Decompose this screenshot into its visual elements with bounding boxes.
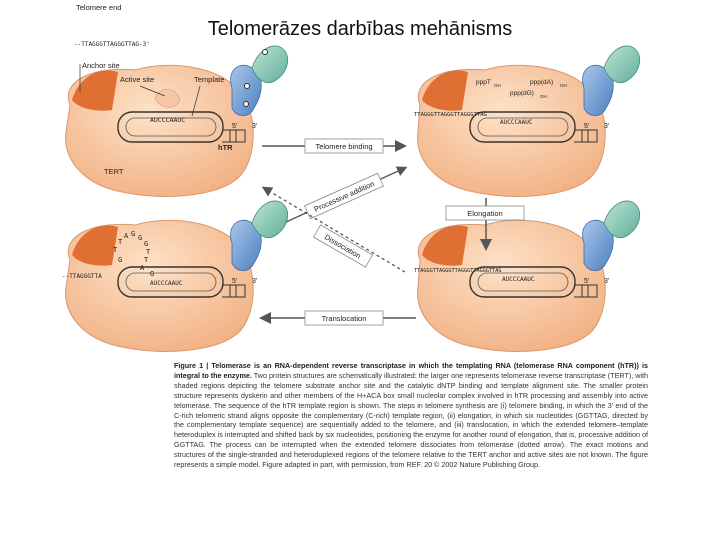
tert-protein [417,219,606,352]
htr-inner-loop [125,117,217,137]
loop-nucleotide: T [146,248,151,256]
three-prime-label: 3' [604,123,609,130]
loop-nucleotide: G [150,270,154,278]
oh-label: OH [560,83,567,88]
htr-label: hTR [218,143,233,152]
oh-label: OH [494,83,501,88]
telomere-seq-label: TTAGGGTTAGGGTTAGGGTTAG [414,112,487,118]
figure-caption: Figure 1 | Telomerase is an RNA-dependen… [174,361,648,470]
five-prime-label: 5' [584,123,589,130]
telomere-seq-label: --TTAGGGTTAGGGTTAG-3' [74,41,150,48]
five-prime-label: 5' [232,123,237,130]
active-site-pocket [154,88,181,108]
htr-template-region [469,266,576,298]
panel-telomere-bound: TTAGGGTTAGGGTTAGGGTTAG AUCCCAAUC pppT OH… [414,45,641,197]
translocation-label: Translocation [322,314,367,323]
caption-title: Figure 1 | Telomerase is an RNA-dependen… [174,361,648,380]
loop-nucleotide: G [131,230,135,238]
dntp-a-label: ppp(dA) [530,79,553,86]
telomere-seq-label: --TTAGGGTTA [62,273,102,280]
dyskerin-blue [582,219,614,271]
template-seq-label: AUCCCAAUC [150,116,185,124]
five-prime-label: 5' [232,278,237,285]
tert-label: TERT [104,167,124,176]
active-site-label: Active site [120,75,154,84]
anchor-site-region [422,70,468,111]
tert-protein [417,64,606,197]
dntp-g-label: ppp(dG) [510,90,534,97]
template-pointer [191,85,201,117]
panel-telomere-initial: AUCCCAAUC 5' 3' hTR TERT Telomere end --… [65,3,289,197]
arrow-translocation: Translocation [259,310,416,326]
three-prime-label: 3' [252,278,257,285]
loop-nucleotide: T [118,238,123,246]
dntp-t-label: pppT [476,79,491,86]
three-prime-label: 3' [604,278,609,285]
loop-nucleotide: G [138,234,142,242]
loop-nucleotide: G [144,240,148,248]
htr-inner-loop [477,117,569,137]
loop-nucleotide: T [144,256,149,264]
template-seq-label: AUCCCAAUC [502,276,535,283]
telomere-binding-label: Telomere binding [315,142,372,151]
panel-telomere-elongated: TTAGGGTTAGGGTTAGGGTTAGGGTTAG AUCCCAAUC 5… [414,200,641,352]
dyskerin-green [251,200,289,239]
htr-template-region [117,111,224,143]
htr-inner-loop [125,272,217,292]
dyskerin-blue [230,219,262,271]
snorna-bead [244,83,250,89]
loop-nucleotide: A [124,232,129,240]
telomerase-mechanism-diagram: AUCCCAAUC 5' 3' hTR TERT Telomere end --… [62,3,641,352]
template-label: Template [194,75,224,84]
loop-nucleotide: A [140,264,145,272]
dyskerin-green [603,45,641,84]
htr-inner-loop [477,272,569,292]
htr-rna-stem [574,284,598,298]
htr-rna-stem [574,129,598,143]
dyskerin-green [251,45,289,84]
htr-rna-stem [222,129,246,143]
anchor-site-region [72,225,118,266]
htr-rna-stem [222,284,246,298]
oh-label: OH [540,94,547,99]
snorna-bead [243,101,249,107]
anchor-site-label: Anchor site [82,61,120,70]
arrow-telomere-binding: Telomere binding [262,138,407,154]
elongation-label: Elongation [467,209,502,218]
telomere-end-label: Telomere end [76,3,121,12]
caption-body: Two protein structures are schematically… [174,370,648,470]
telomere-seq-label: TTAGGGTTAGGGTTAGGGTTAGGGTTAG [414,268,501,274]
processive-addition-label: Processive addition [313,179,376,214]
dyskerin-green [603,200,641,239]
template-seq-label: AUCCCAAUC [150,280,183,287]
loop-nucleotide: G [118,256,122,264]
htr-template-region [469,111,576,143]
slide-title: Telomerāzes darbības mehānisms [207,18,513,40]
arrow-elongation: Elongation [445,198,525,251]
htr-template-region [117,266,224,298]
anchor-site-region [422,225,468,266]
arrow-processive-addition: Processive addition [285,166,408,223]
active-pointer [139,85,166,97]
five-prime-label: 5' [584,278,589,285]
dyskerin-blue [230,64,262,116]
snorna-bead [262,49,268,55]
anchor-site-region [72,70,118,111]
dyskerin-blue [582,64,614,116]
loop-nucleotide: T [113,246,118,254]
three-prime-label: 3' [252,123,257,130]
template-seq-label: AUCCCAAUC [500,119,533,126]
